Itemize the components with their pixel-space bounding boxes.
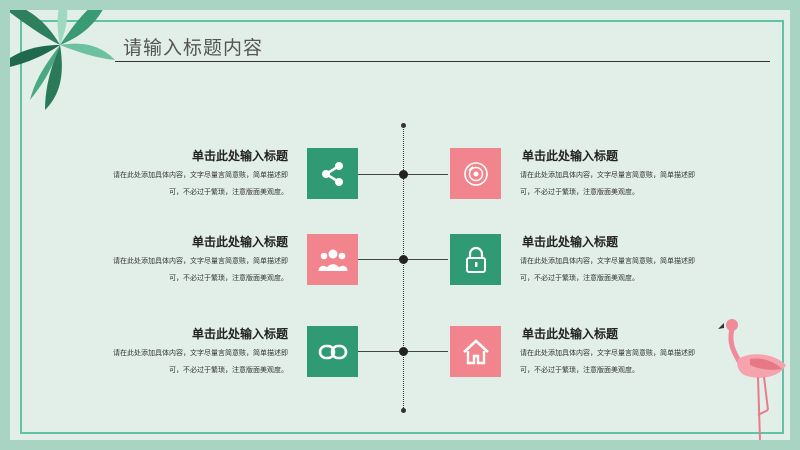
item-title: 单击此处输入标题 <box>522 327 619 341</box>
share-icon-box <box>307 148 358 199</box>
home-icon-box <box>450 326 501 377</box>
lock-icon <box>465 246 486 273</box>
item-title: 单击此处输入标题 <box>191 327 288 341</box>
group-users-icon-box <box>307 234 358 285</box>
timeline-node <box>399 255 408 264</box>
item-body: 请在此处添加具体内容，文字尽量言简意赅，简单描述即 可，不必过于繁琐，注意版面美… <box>520 257 695 282</box>
item-body: 请在此处添加具体内容，文字尽量言简意赅，简单描述即 可，不必过于繁琐，注意版面美… <box>520 171 695 196</box>
cd-disc-icon-box <box>450 148 501 199</box>
timeline-node <box>399 347 408 356</box>
lock-icon-box <box>450 234 501 285</box>
slide-title: 请输入标题内容 <box>123 37 264 59</box>
timeline-bottom-end <box>401 408 406 413</box>
cd-disc-icon <box>463 161 488 186</box>
item-body: 请在此处添加具体内容，文字尽量言简意赅，简单描述即 可，不必过于繁琐，注意版面美… <box>113 257 288 282</box>
item-title: 单击此处输入标题 <box>191 235 288 249</box>
item-body: 请在此处添加具体内容，文字尽量言简意赅，简单描述即 可，不必过于繁琐，注意版面美… <box>113 349 288 374</box>
group-users-icon <box>318 249 347 271</box>
item-title: 单击此处输入标题 <box>522 235 619 249</box>
flamingo-decoration-icon <box>718 319 786 440</box>
slide: 请输入标题内容 单击此处输入标题 请在此处添加具体内容，文字尽量言简意赅，简单描… <box>10 10 790 440</box>
timeline-axis <box>403 126 404 412</box>
item-body: 请在此处添加具体内容，文字尽量言简意赅，简单描述即 可，不必过于繁琐，注意版面美… <box>113 171 288 196</box>
link-icon-box <box>307 326 358 377</box>
timeline-node <box>399 170 408 179</box>
share-icon <box>321 161 343 186</box>
link-icon <box>318 344 347 359</box>
slide-frame <box>20 20 784 434</box>
home-icon <box>462 338 489 364</box>
item-title: 单击此处输入标题 <box>522 149 619 163</box>
title-underline <box>115 61 770 62</box>
timeline-top-end <box>401 123 406 128</box>
leaf-decoration-icon <box>10 10 115 110</box>
item-title: 单击此处输入标题 <box>191 149 288 163</box>
item-body: 请在此处添加具体内容，文字尽量言简意赅，简单描述即 可，不必过于繁琐，注意版面美… <box>520 349 695 374</box>
